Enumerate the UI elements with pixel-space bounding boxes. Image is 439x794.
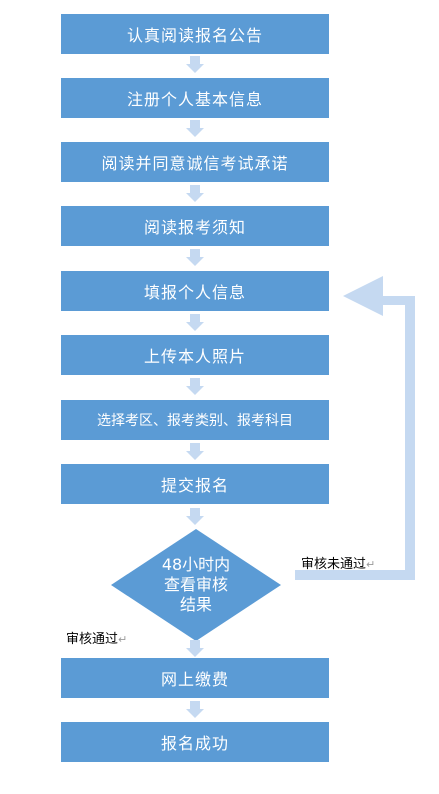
down-arrow-icon [186,443,204,460]
step-fill-personal-info: 填报个人信息 [61,271,329,311]
down-arrow-icon [186,508,204,525]
down-arrow-icon [186,120,204,137]
decision-diamond [111,529,281,641]
decision-line: 48小时内 [161,555,231,574]
down-arrow-icon [186,56,204,73]
pass-label: 审核通过↵ [66,632,128,647]
step-register-basic-info: 注册个人基本信息 [61,78,329,118]
step-read-exam-notice: 阅读报考须知 [61,206,329,246]
step-select-area-category-subject: 选择考区、报考类别、报考科目 [61,400,329,440]
decision-text: 48小时内 查看审核 结果 [109,555,283,615]
down-arrow-icon [186,701,204,718]
fail-label: 审核未通过↵ [301,557,376,572]
step-integrity-pledge: 阅读并同意诚信考试承诺 [61,142,329,182]
decision-line: 查看审核 [163,575,228,594]
down-arrow-icon [186,640,204,657]
decision-line: 结果 [179,595,212,614]
step-online-payment: 网上缴费 [61,658,329,698]
down-arrow-icon [186,378,204,395]
step-submit-registration: 提交报名 [61,464,329,504]
down-arrow-icon [186,185,204,202]
down-arrow-icon [186,249,204,266]
step-registration-success: 报名成功 [61,722,329,762]
down-arrow-icon [186,314,204,331]
step-read-announcement: 认真阅读报名公告 [61,14,329,54]
step-upload-photo: 上传本人照片 [61,335,329,375]
